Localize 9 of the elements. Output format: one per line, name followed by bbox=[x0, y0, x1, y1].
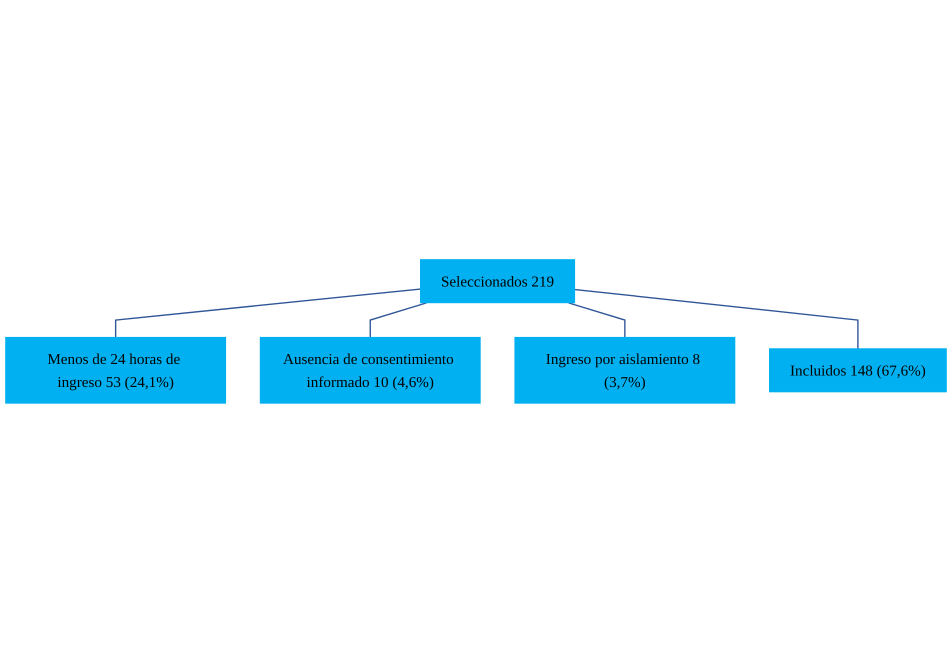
node-box: Seleccionados 219 bbox=[420, 258, 576, 303]
node-box: Ausencia de consentimiento informado 10 (4,6%) bbox=[260, 336, 481, 404]
connector bbox=[574, 288, 859, 348]
node-box: Menos de 24 horas de ingreso 53 (24,1%) bbox=[5, 336, 226, 404]
connector bbox=[568, 302, 626, 337]
node-box: Ingreso por aislamiento 8 (3,7%) bbox=[514, 336, 736, 404]
node-box: Incluidos 148 (67,6%) bbox=[769, 348, 947, 392]
connector bbox=[370, 302, 427, 337]
connector bbox=[114, 288, 420, 337]
